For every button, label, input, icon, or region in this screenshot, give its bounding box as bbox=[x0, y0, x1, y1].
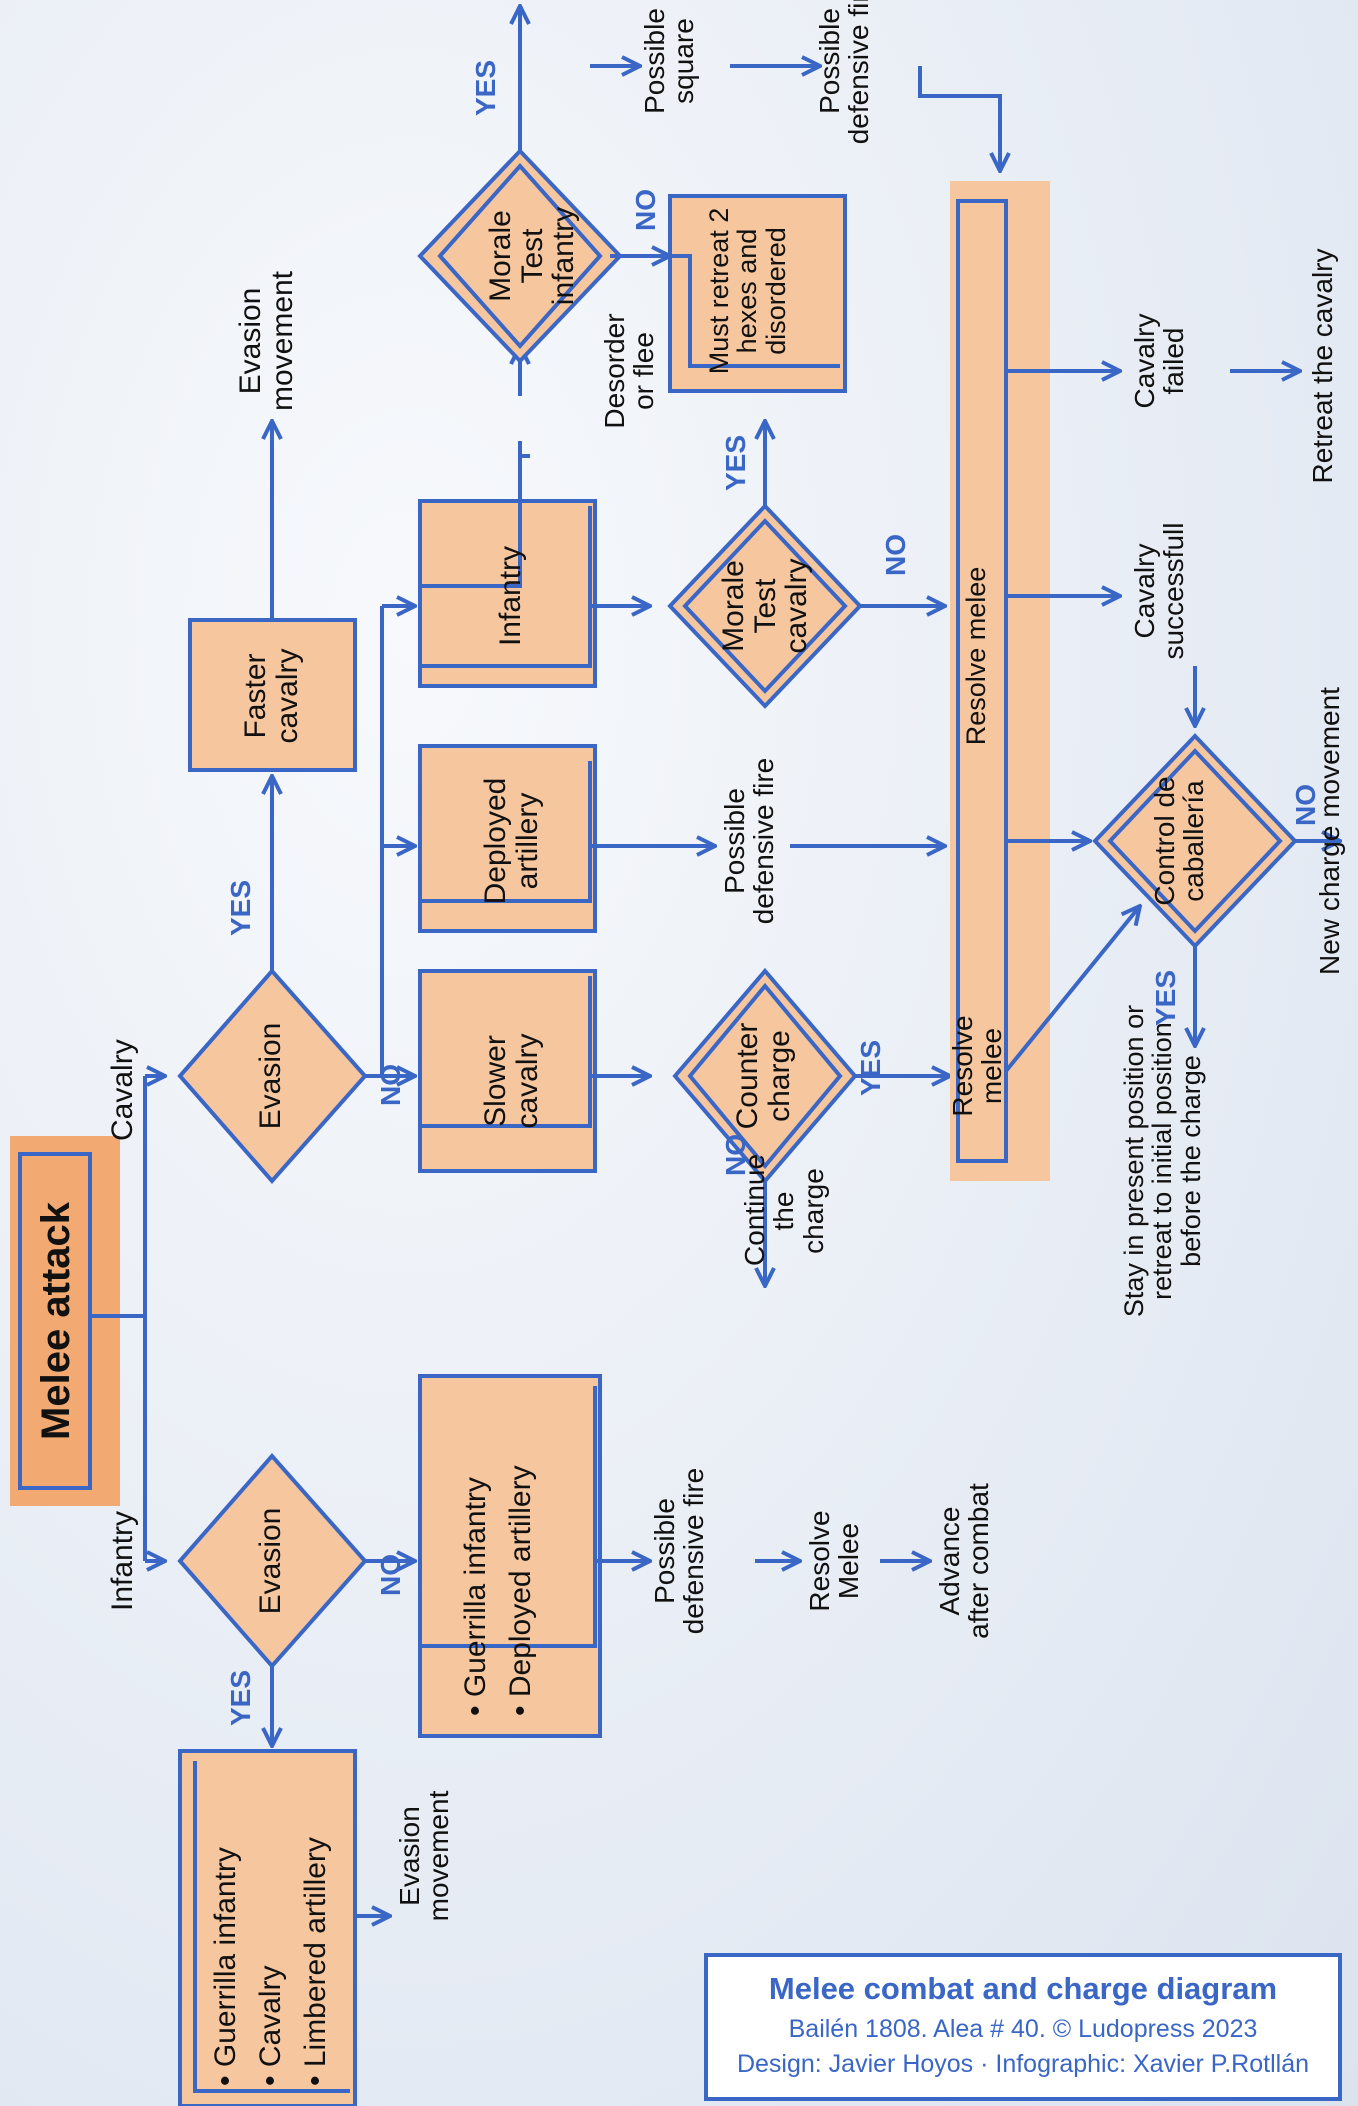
credits-box: Melee combat and charge diagram Bailén 1… bbox=[704, 1953, 1342, 2101]
morale-test-infantry-label: Morale Test infantry bbox=[484, 206, 580, 306]
evasion-infantry-label: Evasion bbox=[254, 1507, 287, 1615]
cavalry-failed-label: Cavalry failed bbox=[1129, 313, 1190, 409]
yes-limbered-text: Limbered artillery bbox=[299, 1837, 332, 2068]
guerrilla-infantry-text: Guerrilla infantry bbox=[459, 1477, 492, 1698]
top-defensive-fire-label: Possible defensive fire bbox=[814, 0, 875, 145]
morale-cavalry-no-label: NO bbox=[880, 534, 911, 576]
cavalry-successful-label: Cavalry successfull bbox=[1129, 522, 1190, 660]
deployed-artillery-item: • Deployed artillery bbox=[504, 1465, 537, 1716]
branch-cavalry-label: Cavalry bbox=[106, 1039, 139, 1141]
control-caballeria-label: Control de caballería bbox=[1149, 776, 1210, 906]
infantry-evasion-yes-label: YES bbox=[225, 1669, 256, 1726]
evasion-cavalry-label: Evasion bbox=[254, 1022, 287, 1130]
counter-charge-label: Counter charge bbox=[731, 1022, 796, 1130]
branch-infantry-label: Infantry bbox=[106, 1510, 139, 1611]
continue-charge-label: Continue the charge bbox=[739, 1153, 829, 1266]
new-charge-label: New charge movement bbox=[1314, 687, 1345, 975]
deployed-artillery-text: Deployed artillery bbox=[504, 1465, 537, 1698]
credits-title: Melee combat and charge diagram bbox=[768, 1971, 1278, 2006]
morale-infantry-yes-label: YES bbox=[470, 59, 501, 116]
slower-cavalry-label: Slower cavalry bbox=[479, 1033, 544, 1129]
yes-limbered-item: • Limbered artillery bbox=[299, 1837, 332, 2086]
counter-resolve-melee-label: Resolve melee bbox=[947, 1015, 1008, 1117]
page-title: Melee attack bbox=[34, 1202, 78, 1440]
evasion-yes-label: YES bbox=[225, 879, 256, 936]
credits-line2: Design: Javier Hoyos · Infographic: Xavi… bbox=[736, 2050, 1310, 2078]
retreat-cavalry-label: Retreat the cavalry bbox=[1307, 248, 1338, 484]
morale-cavalry-yes-label: YES bbox=[720, 434, 751, 491]
morale-test-cavalry-label: Morale Test cavalry bbox=[717, 558, 813, 654]
infantry-resolve-melee-label: Resolve Melee bbox=[804, 1510, 865, 1612]
infantry-defensive-fire-label: Possible defensive fire bbox=[649, 1467, 710, 1635]
must-retreat-label: Must retreat 2 hexes and disordered bbox=[704, 207, 791, 375]
infantry-evasion-movement-label: Evasion movement bbox=[394, 1790, 455, 1922]
evasion-no-label: NO bbox=[375, 1064, 406, 1106]
infantry-box-label: Infantry bbox=[494, 545, 527, 647]
infantry-evasion-no-label: NO bbox=[375, 1554, 406, 1596]
counter-charge-yes-label: YES bbox=[855, 1039, 886, 1096]
desorder-flee-label: Desorder or flee bbox=[599, 313, 660, 429]
credits-line1: Bailén 1808. Alea # 40. © Ludopress 2023 bbox=[788, 2015, 1258, 2043]
advance-after-combat-label: Advance after combat bbox=[934, 1483, 995, 1639]
artillery-defensive-fire-label: Possible defensive fire bbox=[719, 757, 780, 925]
faster-cavalry-label: Faster cavalry bbox=[239, 648, 304, 744]
yes-guerrilla-item: • Guerrilla infantry bbox=[209, 1847, 242, 2086]
morale-infantry-no-label: NO bbox=[630, 189, 661, 231]
yes-guerrilla-text: Guerrilla infantry bbox=[209, 1847, 242, 2068]
stay-present-label: Stay in present position or retreat to i… bbox=[1119, 1004, 1206, 1318]
yes-cavalry-text: Cavalry bbox=[254, 1965, 287, 2068]
yes-cavalry-item: • Cavalry bbox=[254, 1965, 287, 2086]
deployed-artillery-label: Deployed artillery bbox=[479, 777, 544, 905]
guerrilla-infantry-item: • Guerrilla infantry bbox=[459, 1477, 492, 1716]
resolve-melee-bar-label: Resolve melee bbox=[961, 566, 991, 746]
possible-square-label: Possible square bbox=[639, 8, 700, 114]
evasion-movement-label: Evasion movement bbox=[234, 270, 299, 412]
